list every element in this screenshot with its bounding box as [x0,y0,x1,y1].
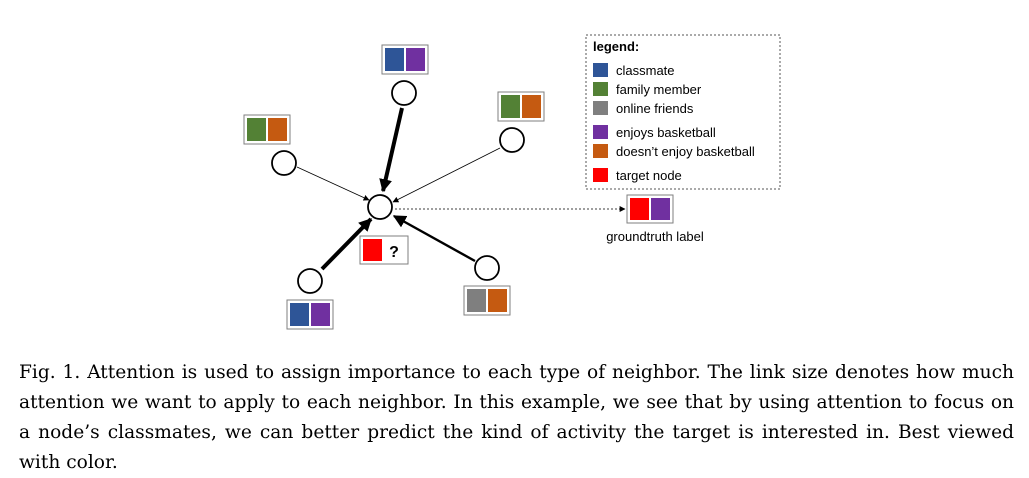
swatch-doesnt-enjoy-basketball [268,118,287,141]
swatch-enjoys-basketball [311,303,330,326]
legend: legend: classmate family member online fri… [585,34,781,190]
attr-box-bottom-left [286,299,334,330]
attr-box-top [381,44,429,75]
attention-diagram: ? groundtruth label legend: classmate fam… [243,34,781,330]
neighbor-node-bottom-left [297,268,323,294]
edge-bottom-left-to-target [320,217,373,271]
unknown-label-mark: ? [389,244,399,261]
legend-swatch [593,82,608,96]
legend-swatch [593,168,608,182]
swatch-online-friends [467,289,486,312]
legend-item: family member [593,82,702,97]
legend-item: doesn’t enjoy basketball [593,144,755,159]
legend-swatch [593,125,608,139]
edge-top-to-target [379,107,404,193]
swatch-classmate [385,48,404,71]
attr-box-upper-right [497,91,545,122]
swatch-target-node [363,239,382,261]
figure-caption: Fig. 1. Attention is used to assign impo… [19,362,1014,473]
legend-label: online friends [616,101,694,116]
groundtruth-box [626,194,674,224]
legend-swatch [593,63,608,77]
legend-swatch [593,144,608,158]
neighbor-node-upper-right [499,127,525,153]
edge-bottom-right-to-target [392,214,476,263]
legend-item: target node [593,168,682,183]
neighbor-node-left [271,150,297,176]
swatch-family-member [247,118,266,141]
swatch-enjoys-basketball [406,48,425,71]
legend-item: enjoys basketball [593,125,716,140]
legend-label: target node [616,168,682,183]
swatch-enjoys-basketball [651,198,670,220]
neighbor-node-bottom-right [474,255,500,281]
legend-label: family member [616,82,702,97]
legend-label: classmate [616,63,675,78]
attr-box-bottom-right [463,285,511,316]
legend-item: online friends [593,101,694,116]
swatch-family-member [501,95,520,118]
swatch-doesnt-enjoy-basketball [488,289,507,312]
target-node [367,194,393,220]
swatch-doesnt-enjoy-basketball [522,95,541,118]
attr-box-target: ? [359,235,409,265]
legend-item: classmate [593,63,675,78]
legend-swatch [593,101,608,115]
legend-title: legend: [593,39,639,54]
attr-box-left [243,114,291,145]
neighbor-node-top [391,80,417,106]
groundtruth-label: groundtruth label [606,229,704,244]
edge-left-to-target [296,166,370,201]
swatch-classmate [290,303,309,326]
edge-upper-right-to-target [392,147,501,203]
legend-label: doesn’t enjoy basketball [616,144,755,159]
swatch-target-node [630,198,649,220]
legend-frame [585,34,781,190]
legend-label: enjoys basketball [616,125,716,140]
